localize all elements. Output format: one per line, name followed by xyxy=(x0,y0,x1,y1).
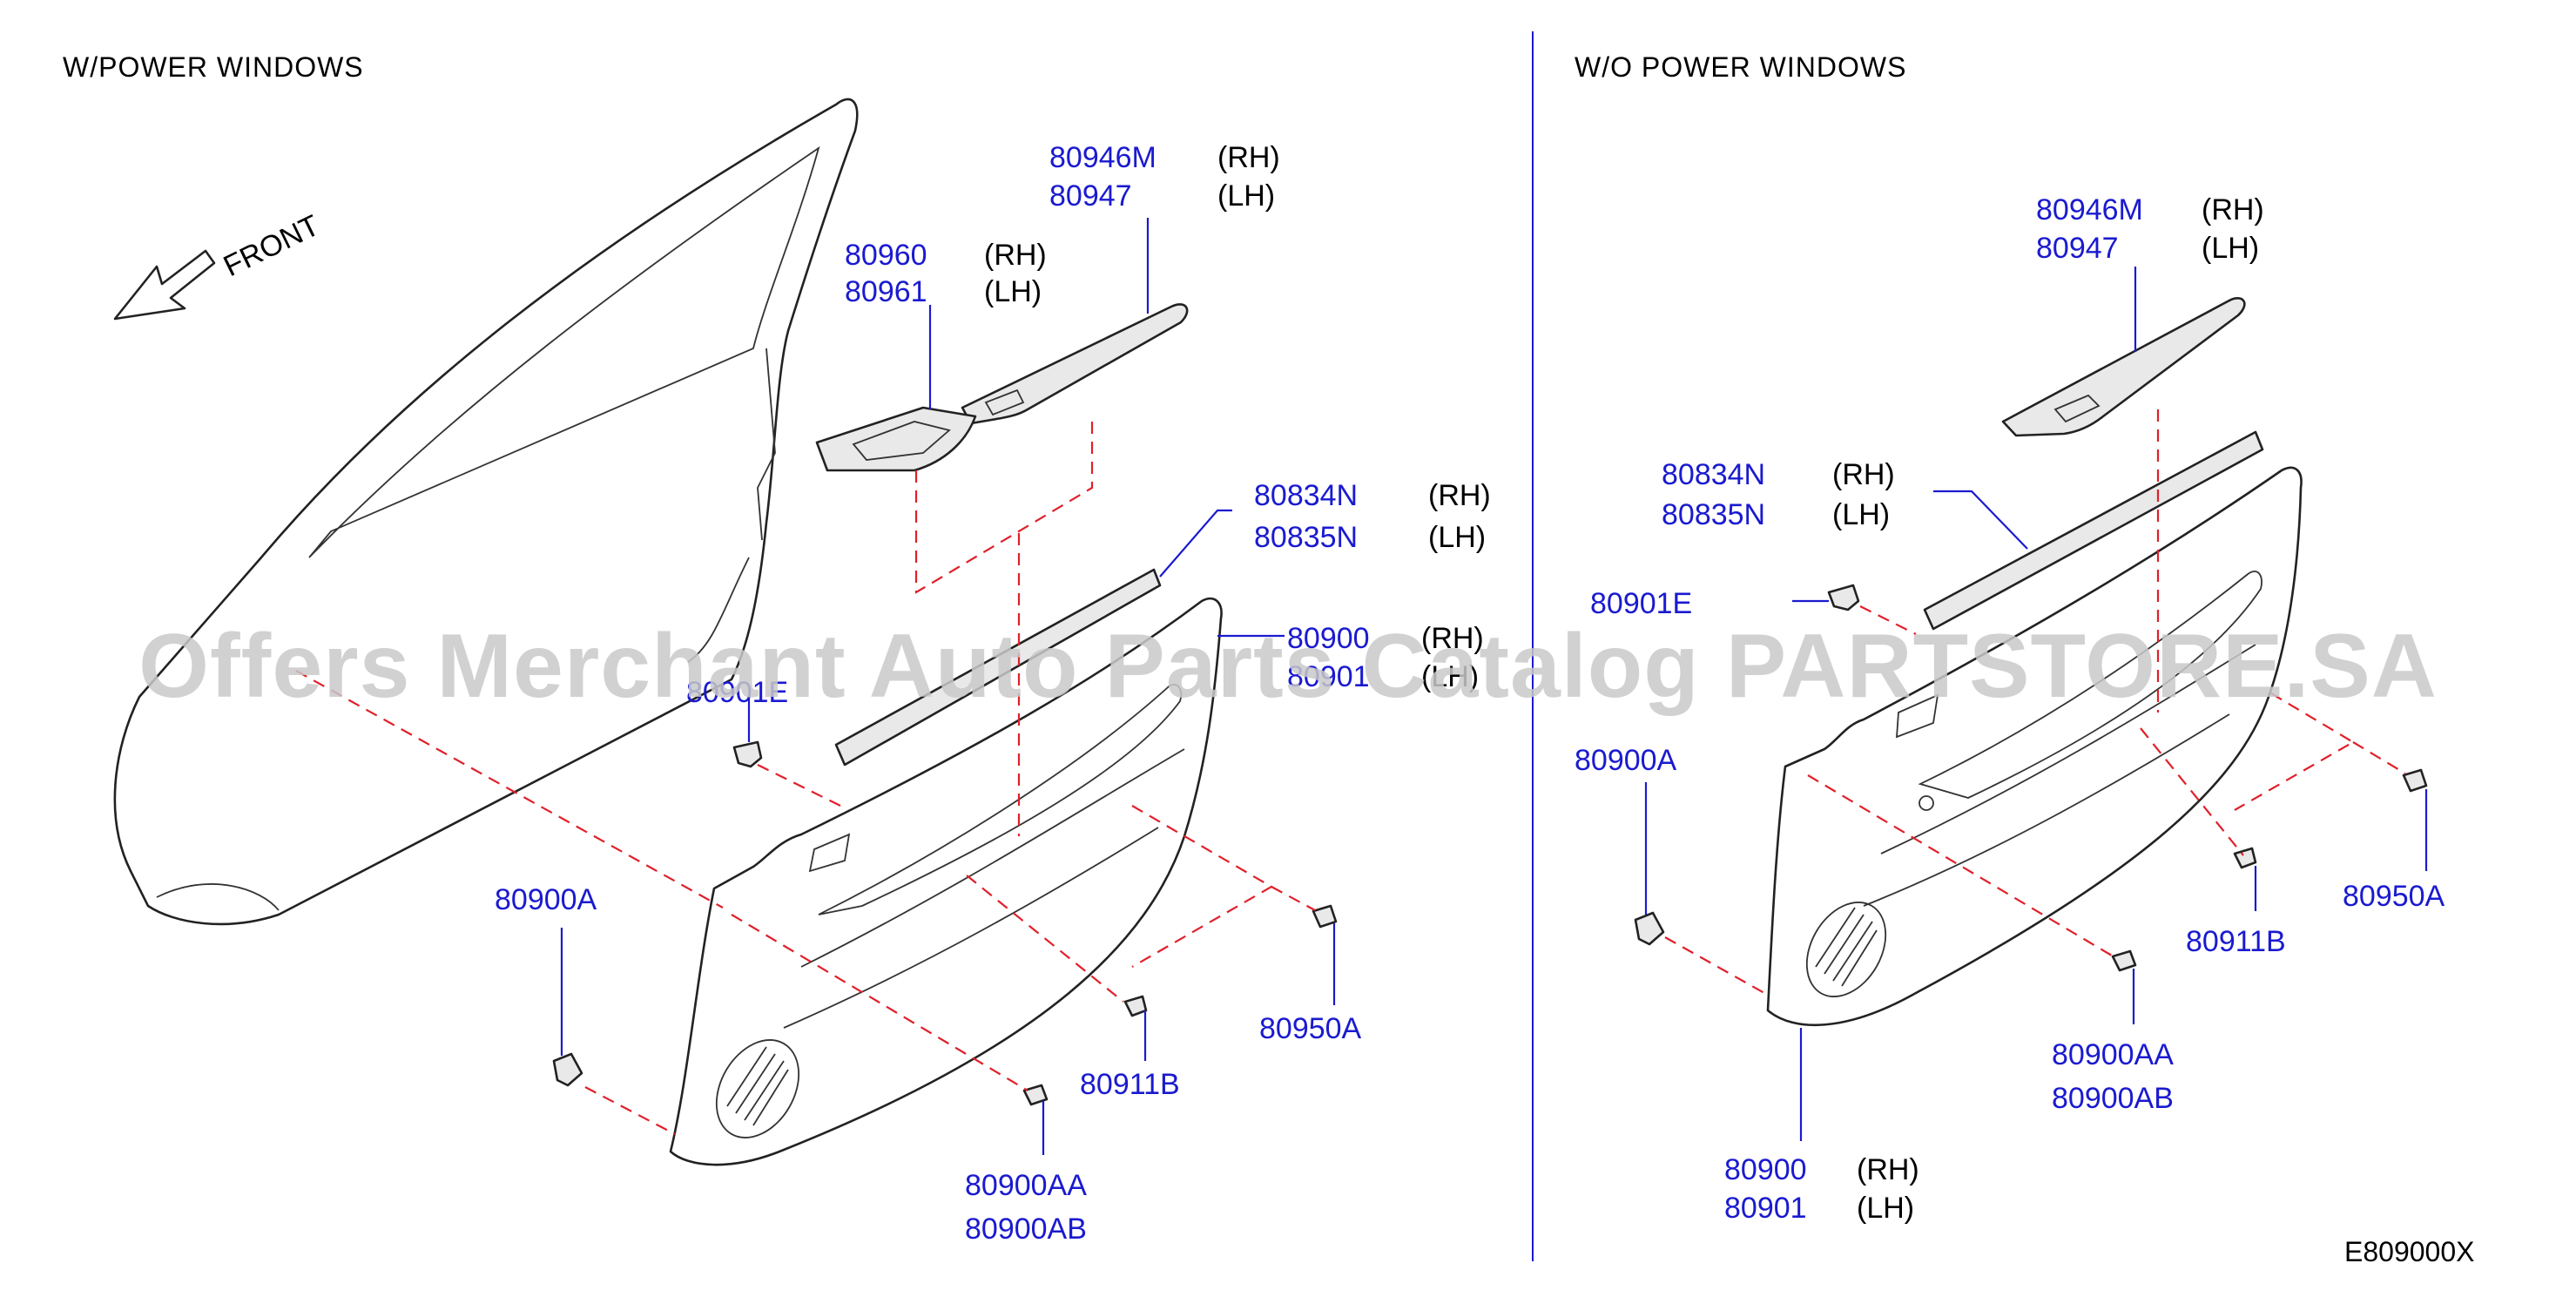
diagram-code: E809000X xyxy=(2344,1236,2474,1267)
label-80835N-right-side: (LH) xyxy=(1832,498,1890,531)
label-80950A[interactable]: 80950A xyxy=(1259,1012,1362,1045)
door-shell xyxy=(113,98,859,926)
label-80900A[interactable]: 80900A xyxy=(495,883,597,916)
door-trim-panel-80900 xyxy=(669,597,1223,1166)
label-80900-right-side: (RH) xyxy=(1857,1153,1919,1186)
label-80900[interactable]: 80900 xyxy=(1287,622,1370,655)
speaker-grille-right-icon xyxy=(1805,902,1887,997)
label-80946M-right-side: (RH) xyxy=(2202,193,2264,226)
clip-80901E-right-icon xyxy=(1827,584,1860,611)
clip-80900A-icon xyxy=(552,1052,583,1087)
label-80901-right-side: (LH) xyxy=(1857,1192,1914,1225)
clip-80900A-right-icon xyxy=(1634,911,1665,946)
front-label: FRONT xyxy=(219,209,325,283)
label-80835N-side: (LH) xyxy=(1428,521,1486,554)
label-80911B[interactable]: 80911B xyxy=(1080,1068,1180,1101)
label-80947-right-side: (LH) xyxy=(2202,232,2259,265)
speaker-grille-icon xyxy=(715,1039,800,1138)
label-80947-side: (LH) xyxy=(1217,179,1275,213)
armrest-trim-80946M-right xyxy=(2001,297,2246,437)
screw-80900AA-right-icon xyxy=(2111,949,2137,972)
screw-80911B-icon xyxy=(1123,995,1148,1017)
weatherstrip-80834N-right xyxy=(1923,430,2264,631)
label-80901E-right[interactable]: 80901E xyxy=(1590,587,1692,620)
label-80961[interactable]: 80961 xyxy=(845,275,927,308)
label-80900-side: (RH) xyxy=(1421,622,1484,655)
watermark: Offers Merchant Auto Parts Catalog PARTS… xyxy=(138,616,2438,717)
screw-80911B-right-icon xyxy=(2233,847,2257,869)
label-80901-side: (LH) xyxy=(1421,660,1479,693)
header-without-power-windows: W/O POWER WINDOWS xyxy=(1575,51,1906,83)
label-80901-right[interactable]: 80901 xyxy=(1724,1192,1807,1225)
label-80835N-right[interactable]: 80835N xyxy=(1662,498,1765,531)
label-80900AB-right[interactable]: 80900AB xyxy=(2052,1082,2174,1115)
screw-80950A-right-icon xyxy=(2402,768,2428,793)
label-80834N-side: (RH) xyxy=(1428,479,1491,512)
screw-80900AA-icon xyxy=(1022,1084,1049,1106)
label-80900AB[interactable]: 80900AB xyxy=(965,1213,1087,1246)
label-80900AA-right[interactable]: 80900AA xyxy=(2052,1038,2174,1071)
header-with-power-windows: W/POWER WINDOWS xyxy=(63,51,364,83)
label-80947[interactable]: 80947 xyxy=(1049,179,1132,213)
label-80901[interactable]: 80901 xyxy=(1287,660,1370,693)
front-arrow-icon xyxy=(113,249,216,321)
label-80901E[interactable]: 80901E xyxy=(686,676,788,709)
label-80834N-right-side: (RH) xyxy=(1832,458,1895,491)
label-80911B-right[interactable]: 80911B xyxy=(2186,925,2286,958)
assembly-lines-right xyxy=(1664,409,2406,994)
weatherstrip-80834N xyxy=(834,568,1162,767)
label-80900AA[interactable]: 80900AA xyxy=(965,1169,1087,1202)
label-80947-right[interactable]: 80947 xyxy=(2036,232,2119,265)
label-80961-side: (LH) xyxy=(984,275,1042,308)
label-80946M[interactable]: 80946M xyxy=(1049,141,1157,174)
label-80950A-right[interactable]: 80950A xyxy=(2343,880,2445,913)
clip-80901E-icon xyxy=(732,740,763,768)
door-trim-panel-80900-right xyxy=(1766,466,2303,1027)
leader-lines-right xyxy=(1644,267,2428,1141)
power-window-switch-80960 xyxy=(815,406,977,472)
label-80900A-right[interactable]: 80900A xyxy=(1575,744,1677,777)
assembly-lines-left xyxy=(295,414,1316,1135)
label-80946M-side: (RH) xyxy=(1217,141,1280,174)
armrest-trim-80946M xyxy=(961,303,1189,425)
label-80900-right[interactable]: 80900 xyxy=(1724,1153,1807,1186)
leader-lines-left xyxy=(560,218,1336,1155)
label-80834N[interactable]: 80834N xyxy=(1254,479,1358,512)
label-80960[interactable]: 80960 xyxy=(845,239,927,272)
label-80960-side: (RH) xyxy=(984,239,1047,272)
label-80834N-right[interactable]: 80834N xyxy=(1662,458,1765,491)
label-80835N[interactable]: 80835N xyxy=(1254,521,1358,554)
label-80946M-right[interactable]: 80946M xyxy=(2036,193,2143,226)
screw-80950A-icon xyxy=(1312,904,1338,929)
